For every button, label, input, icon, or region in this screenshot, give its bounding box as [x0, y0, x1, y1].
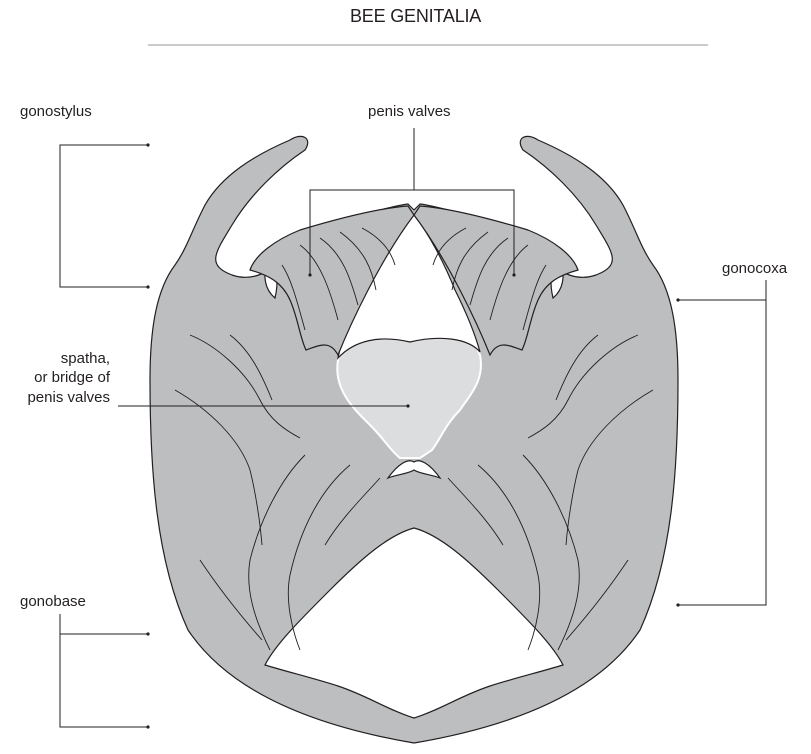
label-gonocoxa: gonocoxa: [722, 260, 787, 277]
label-spatha-line2: or bridge of: [34, 369, 110, 386]
label-penis-valves: penis valves: [368, 103, 451, 120]
gonostylus-leader: [60, 143, 150, 288]
label-gonobase: gonobase: [20, 593, 86, 610]
diagram-title: BEE GENITALIA: [350, 8, 481, 25]
gonocoxa-leader: [676, 280, 766, 607]
label-gonostylus: gonostylus: [20, 103, 92, 120]
label-spatha-line3: penis valves: [27, 389, 110, 406]
label-spatha-line1: spatha,: [61, 350, 110, 367]
gonobase-leader: [60, 614, 150, 729]
